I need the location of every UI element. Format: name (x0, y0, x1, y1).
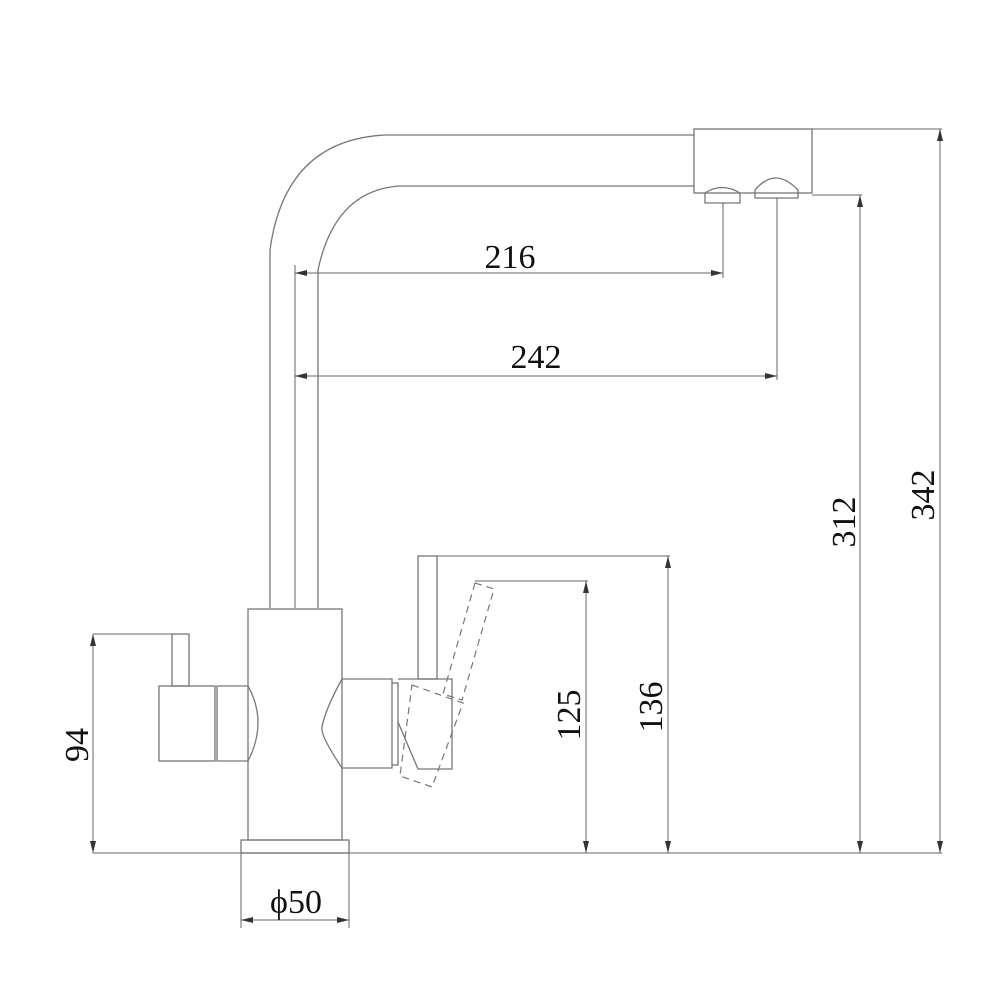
dimension-lines (90, 129, 943, 928)
spout (269, 134, 694, 608)
dim-label-242: 242 (511, 339, 562, 376)
right-handle (321, 555, 670, 788)
dim-label-312: 312 (826, 497, 863, 548)
lever-alt-position (442, 582, 495, 701)
base-flange (240, 839, 350, 854)
nozzle-right (754, 177, 799, 199)
dim-label-94: 94 (59, 728, 96, 762)
dim-label-136: 136 (633, 682, 670, 733)
dim-label-diameter-50: ϕ50 (270, 884, 322, 921)
dim-label-125: 125 (551, 690, 588, 741)
dim-label-342: 342 (905, 470, 942, 521)
left-handle (93, 633, 259, 762)
spout-head (693, 128, 862, 380)
nozzle-left (704, 186, 741, 204)
dim-label-216: 216 (485, 239, 536, 276)
